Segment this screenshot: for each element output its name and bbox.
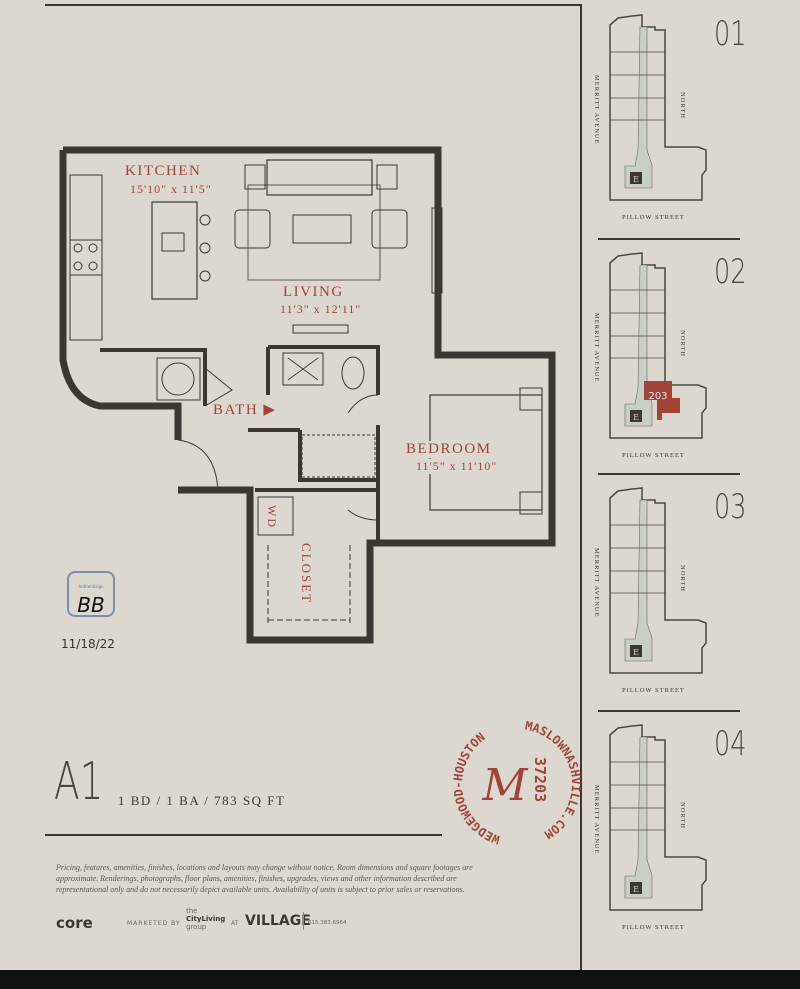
signature-initials: BB: [77, 593, 105, 617]
floor-plan: [59, 146, 556, 644]
vanity: [282, 352, 324, 386]
stamp: MASLOWNASHVILLE.COM WEDGEWOOD-HOUSTON M …: [445, 718, 590, 847]
building-outline: E: [609, 14, 707, 201]
room-label-living: LIVING: [283, 284, 344, 300]
coffee-table: [292, 214, 352, 244]
bottom-bar: [0, 970, 800, 989]
keyplan-divider: [598, 710, 740, 712]
closet-shelf: [267, 545, 351, 625]
phone: 615.383.6964: [308, 920, 347, 926]
kitchen-counter: [69, 174, 103, 341]
elevator-icon: E: [633, 175, 639, 184]
floor-number: 03: [714, 487, 747, 527]
vertical-divider: [580, 4, 582, 970]
room-label-bath: BATH ▶: [213, 402, 277, 418]
sink: [161, 232, 185, 252]
wd-unit: [257, 496, 294, 536]
street-left: MERRITT AVENUE: [593, 75, 600, 145]
chair: [234, 209, 271, 249]
shower: [301, 434, 376, 478]
keyplan-floor-01: 01 E MERRITT AVENUE NORTH PILLOW STREET: [590, 0, 750, 235]
cityliving-group: group: [186, 923, 207, 931]
unit-number: 203: [648, 391, 667, 402]
keyplan-divider: [598, 473, 740, 475]
cityliving-logo: the CityLiving group: [186, 907, 225, 931]
north-label: NORTH: [679, 802, 686, 829]
cityliving-name: CityLiving: [186, 915, 226, 923]
floor-number: 04: [714, 724, 747, 764]
signature-badge-label: Authentisign: [78, 584, 104, 589]
north-label: NORTH: [679, 330, 686, 357]
floor-number: 02: [714, 252, 747, 292]
cityliving-the: the: [186, 907, 198, 915]
street-left: MERRITT AVENUE: [593, 313, 600, 383]
stamp-zip: 37203: [531, 757, 549, 802]
room-label-kitchen: KITCHEN: [125, 163, 202, 179]
footer-divider: [303, 912, 304, 930]
room-dims-living: 11'3" x 12'11": [280, 302, 362, 316]
street-bottom: PILLOW STREET: [622, 687, 685, 694]
top-rule: [45, 4, 580, 6]
unit-summary: 1 BD / 1 BA / 783 SQ FT: [118, 793, 286, 808]
room-label-bedroom: BEDROOM: [406, 441, 492, 458]
interior-wall: [100, 345, 380, 543]
elevator-icon: E: [633, 413, 639, 422]
marketed-by: MARKETED BY: [127, 920, 181, 927]
room-dims-kitchen: 15'10" x 11'5": [130, 182, 212, 196]
toilet: [341, 356, 365, 390]
north-label: NORTH: [679, 92, 686, 119]
window: [431, 207, 443, 294]
unit-rule: [45, 834, 442, 836]
room-label-closet: CLOSET: [299, 543, 314, 605]
building-outline: E: [609, 724, 707, 911]
elevator-icon: E: [633, 648, 639, 657]
street-bottom: PILLOW STREET: [622, 452, 685, 459]
keyplan-floor-02: 02 203 E MERRITT AVENUE NORTH PILLOW STR…: [590, 238, 750, 473]
door-swing: [177, 367, 379, 521]
street-bottom: PILLOW STREET: [622, 924, 685, 931]
room-label-wd: WD: [265, 505, 279, 529]
footer-at: AT: [231, 920, 239, 927]
sofa: [266, 159, 373, 196]
floor-number: 01: [714, 14, 747, 54]
stamp-letter: M: [481, 760, 528, 811]
rug: [247, 184, 381, 281]
village-logo: VILLAGE: [245, 913, 311, 929]
keyplan-floor-04: 04 E MERRITT AVENUE NORTH PILLOW STREET: [590, 710, 750, 945]
street-bottom: PILLOW STREET: [622, 214, 685, 221]
stove: [69, 239, 103, 276]
building-outline: E: [609, 487, 707, 674]
street-left: MERRITT AVENUE: [593, 785, 600, 855]
street-left: MERRITT AVENUE: [593, 548, 600, 618]
elevator-icon: E: [633, 885, 639, 894]
signature-badge: Authentisign BB: [67, 571, 115, 617]
unit-name: A1: [54, 752, 104, 812]
unit-highlight: [644, 381, 680, 420]
outer-wall: [63, 146, 556, 644]
tv: [292, 324, 349, 334]
north-label: NORTH: [679, 565, 686, 592]
core-logo: core: [56, 914, 93, 932]
keyplan-floor-03: 03 E MERRITT AVENUE NORTH PILLOW STREET: [590, 473, 750, 708]
chair: [371, 209, 408, 249]
kitchen-island: [151, 201, 198, 300]
outer-wall-left: [59, 150, 182, 440]
washer: [156, 357, 201, 401]
disclaimer: Pricing, features, amenities, finishes, …: [56, 863, 473, 894]
signature-date: 11/18/22: [61, 637, 115, 651]
room-dims-bedroom: 11'5" x 11'10": [416, 459, 498, 474]
building-outline: 203 E: [609, 252, 707, 439]
keyplan-divider: [598, 238, 740, 240]
